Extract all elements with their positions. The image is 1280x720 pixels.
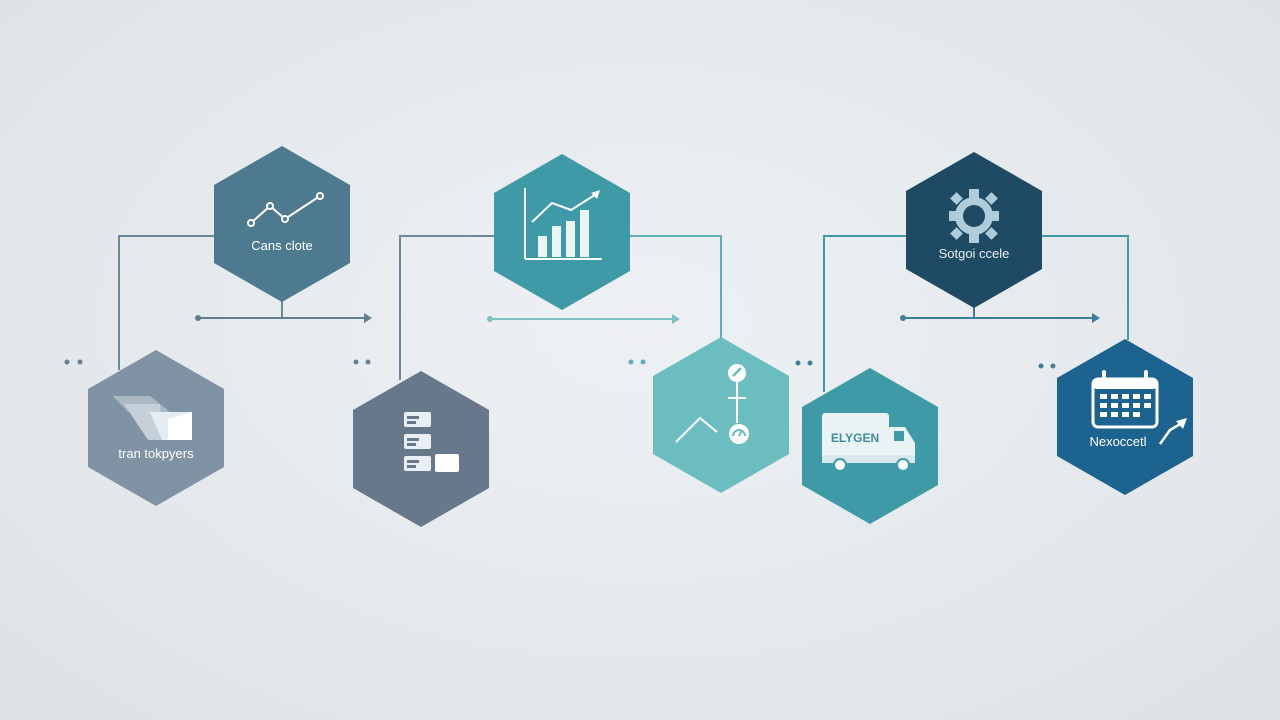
node-label: Nexoccetl (1089, 434, 1146, 449)
gear-icon (949, 189, 999, 243)
hex-node-bottom-5[interactable]: Nexoccetl (1057, 339, 1193, 495)
ellipsis-dots-2 (353, 359, 371, 365)
delivery-truck-icon: ELYGEN (822, 413, 915, 472)
connector-top2-bottom3 (628, 235, 722, 338)
hex-node-bottom-3[interactable] (653, 337, 789, 493)
truck-label: ELYGEN (831, 431, 879, 445)
ellipsis-dots-5 (1038, 363, 1056, 369)
line-trend-icon (247, 192, 324, 227)
hex-node-top-2[interactable] (494, 154, 630, 310)
connector-top2-bottom2 (399, 235, 495, 380)
node-label: tran tokpyers (118, 446, 194, 461)
connector-top1-bottom1 (118, 235, 216, 370)
calendar-arrow-icon (1091, 370, 1187, 445)
ellipsis-dots-3 (628, 359, 646, 365)
stacked-list-icon (404, 412, 459, 472)
ellipsis-dots-1 (64, 359, 83, 365)
bar-chart-icon (524, 188, 602, 260)
ellipsis-dots-4 (795, 360, 813, 366)
hex-node-top-1[interactable]: Cans clote (214, 146, 350, 302)
connector-top3-bottom5 (1041, 235, 1129, 340)
connectors (64, 235, 1129, 392)
hexagon-shape (494, 154, 630, 310)
hexagon-shape (653, 337, 789, 493)
hex-node-bottom-2[interactable] (353, 371, 489, 527)
arrowhead-2 (672, 314, 680, 324)
connector-start-dot-1 (195, 315, 201, 321)
hex-node-top-3[interactable]: Sotgoi ccele (906, 152, 1042, 308)
gauge-icon (675, 364, 749, 444)
arrowhead-1 (364, 313, 372, 323)
connector-start-dot-3 (900, 315, 906, 321)
hex-node-bottom-1[interactable]: tran tokpyers (88, 350, 224, 506)
folder-icon (113, 396, 192, 440)
arrowhead-3 (1092, 313, 1100, 323)
connector-start-dot-2 (487, 316, 493, 322)
node-label: Cans clote (251, 238, 312, 253)
connector-top3-bottom4 (823, 235, 907, 392)
hex-node-bottom-4[interactable]: ELYGEN (802, 368, 938, 524)
hexagon-shape (214, 146, 350, 302)
node-label: Sotgoi ccele (939, 246, 1010, 261)
